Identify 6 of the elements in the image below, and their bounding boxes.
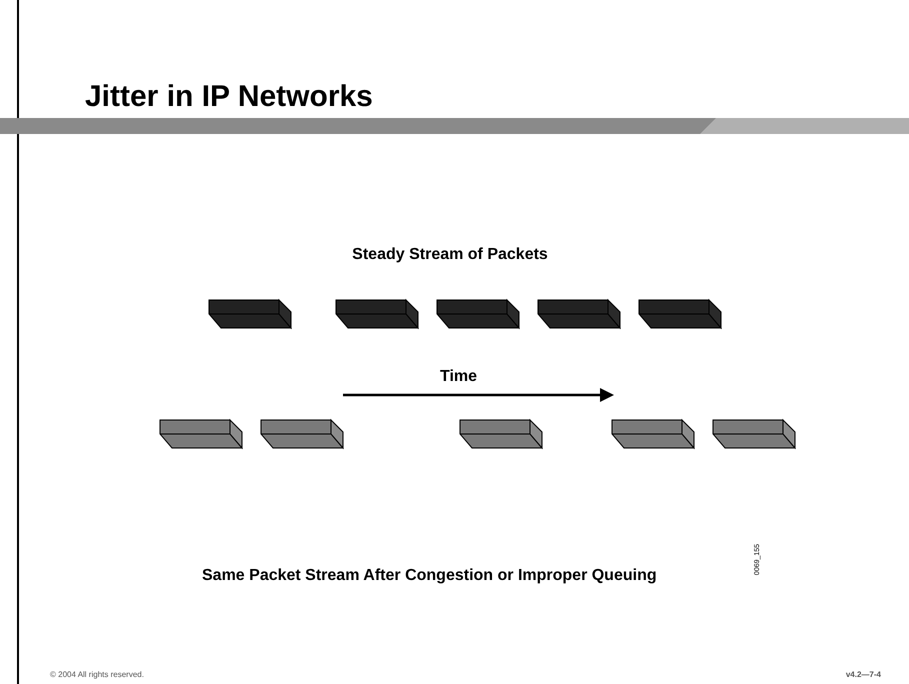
slide-title: Jitter in IP Networks — [85, 80, 373, 114]
row-caption: Same Packet Stream After Congestion or Improper Queuing — [202, 567, 657, 585]
page-number: v4.2—7-4 — [846, 670, 881, 679]
axis-label: Time — [440, 368, 478, 386]
copyright-note: © 2004 All rights reserved. — [50, 670, 144, 679]
row-caption: Steady Stream of Packets — [351, 246, 549, 264]
